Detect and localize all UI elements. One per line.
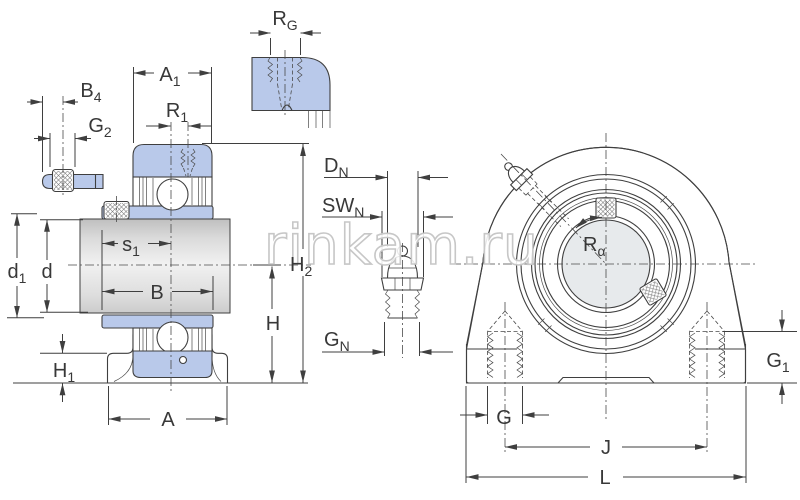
dim-a: [108, 386, 228, 425]
dim-rg: [250, 30, 321, 55]
shaft: [79, 218, 231, 314]
bolt-hole-left: [486, 302, 524, 455]
front-view: [452, 133, 756, 455]
dim-label-rg: RG: [272, 8, 297, 33]
dim-gn: [322, 322, 453, 356]
dim-label-h2: H2: [290, 254, 312, 279]
dim-b4: [27, 96, 78, 172]
dim-label-h1: H1: [53, 360, 75, 385]
dim-label-b4: B4: [80, 80, 101, 105]
dim-swn: [322, 211, 453, 277]
dim-l: [465, 386, 747, 483]
dimension-labels: RG B4 G2 A1 R1 DN SWN GN s1 d1 d B H H1 …: [8, 8, 790, 489]
grease-hole-section: [180, 122, 196, 182]
grease-thread-detail-view: [251, 50, 331, 128]
housing-notches: [537, 195, 675, 333]
dim-label-a: A: [161, 409, 175, 431]
anti-rotation-pin: [178, 355, 188, 365]
ball-lower: [156, 321, 189, 354]
housing-cap-section: [132, 143, 213, 178]
dim-label-a1: A1: [159, 64, 180, 89]
dim-label-j: J: [601, 437, 611, 459]
dim-label-g: G: [496, 407, 512, 429]
dim-d: [40, 219, 88, 313]
collar-detail-view: [41, 96, 104, 198]
grease-fitting-front: [504, 162, 569, 227]
housing-seat-section: [132, 350, 213, 379]
dim-label-gn: GN: [324, 329, 350, 354]
dim-label-b: B: [150, 282, 163, 304]
dimension-lines: [7, 30, 797, 483]
dim-g1: [723, 310, 797, 404]
dim-g: [460, 386, 549, 424]
dim-label-d1: d1: [8, 261, 27, 286]
bolt-hole-right: [688, 302, 726, 455]
bearing-upper-section: [132, 176, 213, 211]
grease-axis-diagonal: [500, 153, 607, 265]
dim-label-dn: DN: [324, 155, 349, 180]
set-screw-section: [103, 196, 130, 225]
watermark: rinkam.ru: [264, 213, 539, 277]
dim-label-swn: SWN: [322, 195, 364, 220]
r-alpha-arc: [575, 215, 602, 229]
locking-collar-bottom: [101, 314, 214, 329]
dim-label-r1: R1: [166, 100, 188, 125]
grease-nipple-detail-view: [380, 243, 425, 358]
set-screw-detail: [51, 168, 75, 193]
dim-g2: [34, 133, 91, 167]
dim-label-g2: G2: [88, 115, 112, 140]
ball-upper: [156, 178, 189, 211]
dim-a1: [133, 67, 212, 143]
dim-label-d: d: [41, 261, 52, 283]
section-view: [13, 122, 311, 393]
dim-label-g1: G1: [766, 350, 790, 375]
dim-dn: [324, 171, 448, 247]
dim-label-ralpha: Rα: [583, 234, 606, 259]
dim-label-s1: s1: [122, 234, 140, 259]
dim-h1: [40, 334, 107, 402]
set-screw-front-lower: [639, 278, 667, 306]
dim-d1: [7, 213, 44, 319]
dim-h2: [202, 143, 309, 383]
dim-label-h: H: [266, 313, 280, 335]
dim-label-l: L: [599, 467, 610, 489]
dim-h: [253, 264, 281, 383]
